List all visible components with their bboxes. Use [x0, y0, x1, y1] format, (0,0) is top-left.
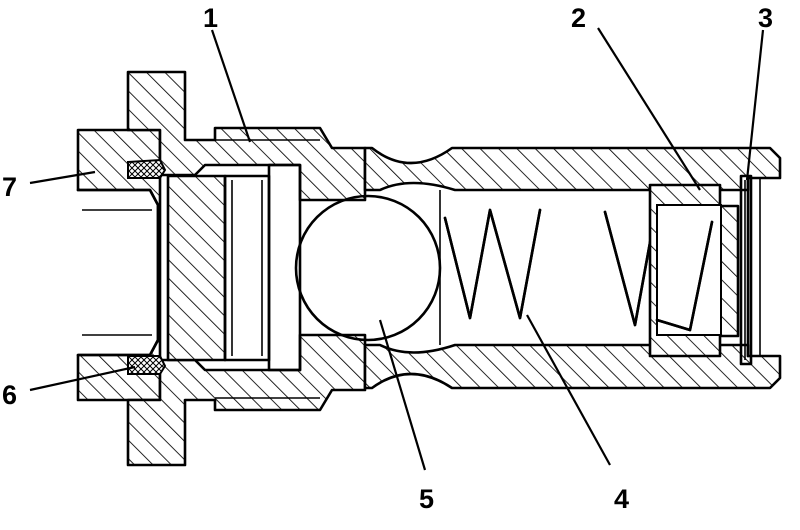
spring-guide — [648, 183, 740, 358]
callout-4: 4 — [614, 484, 629, 514]
callout-5: 5 — [419, 484, 434, 514]
retaining-ring — [739, 174, 753, 366]
leader-lines — [29, 27, 765, 471]
callout-2: 2 — [571, 3, 586, 33]
ball — [294, 194, 442, 342]
seat-sleeve — [166, 163, 302, 372]
callout-7: 7 — [2, 172, 17, 202]
callout-labels: 1 2 3 4 5 6 7 — [2, 3, 773, 514]
callout-1: 1 — [203, 3, 218, 33]
callout-6: 6 — [2, 380, 17, 410]
seal-rings — [127, 158, 167, 375]
callout-3: 3 — [758, 3, 773, 33]
